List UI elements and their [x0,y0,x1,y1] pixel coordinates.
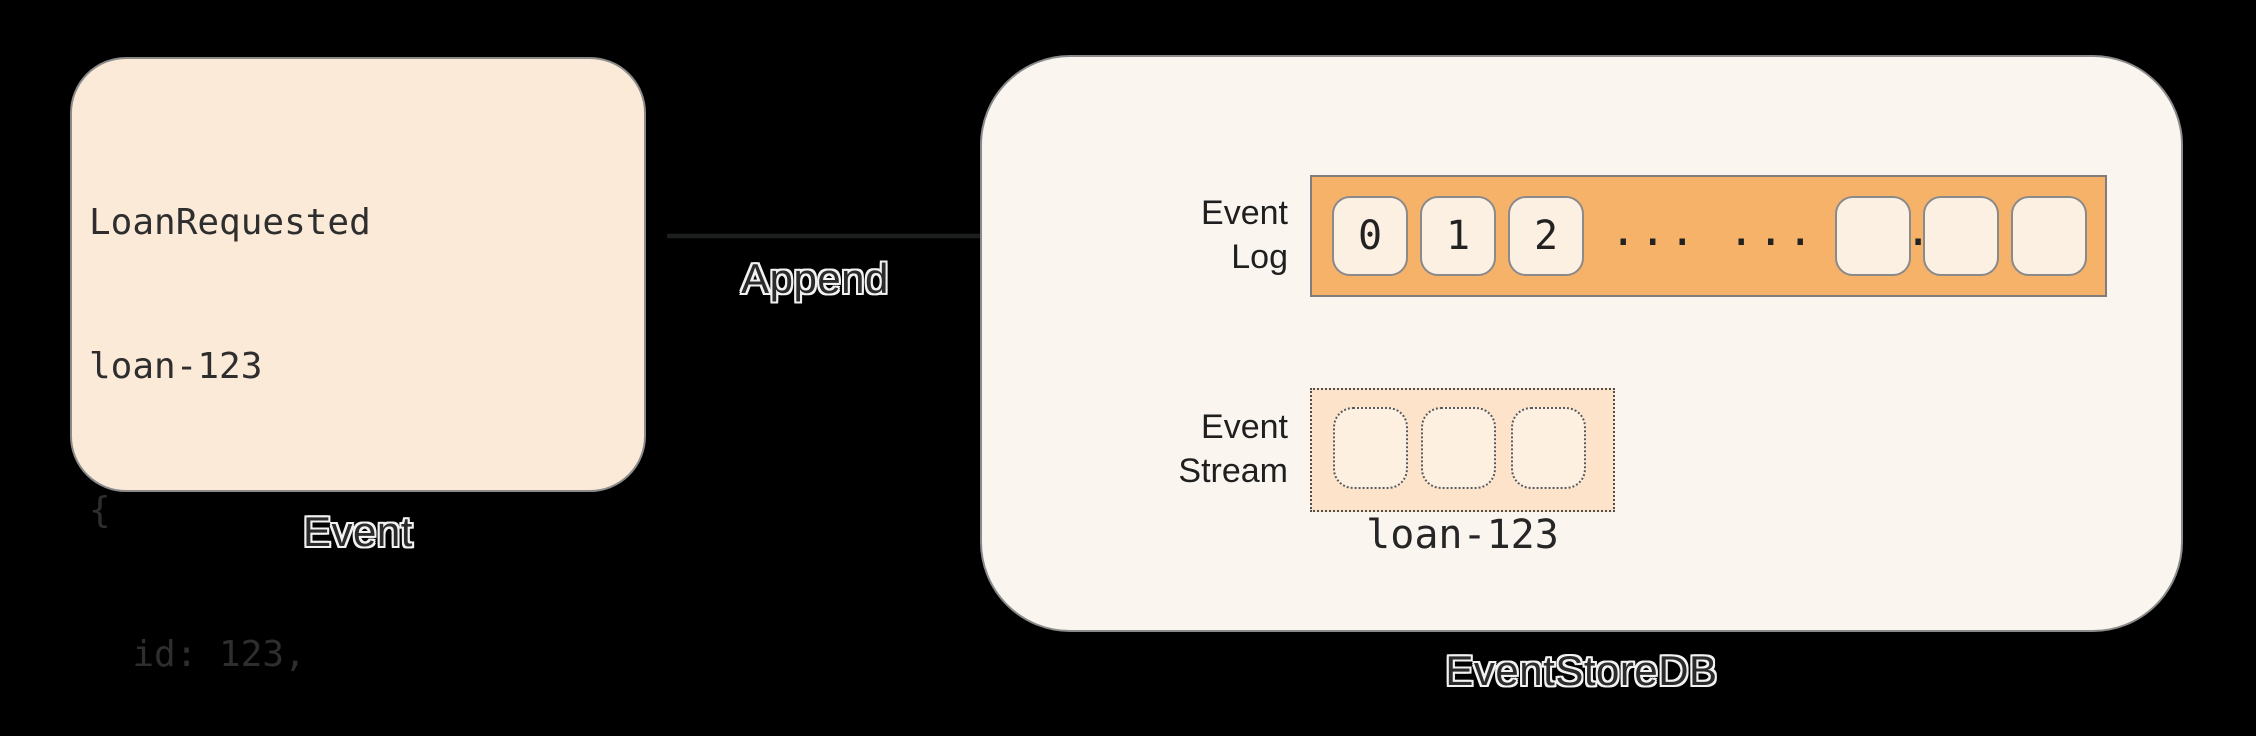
code-line: LoanRequested [89,202,371,243]
event-card: LoanRequested loan-123 { id: 123, amount… [70,57,646,675]
event-log-empty-cell [1835,196,1911,276]
code-line: { [89,490,111,531]
event-stream-label-line1: Event [1201,408,1288,446]
event-stream-empty-cell [1511,407,1586,489]
code-line: loan-123 [89,346,263,387]
eventstoredb-caption: EventStoreDB [1445,647,1718,694]
event-log-cell-2: 2 [1508,196,1584,276]
stream-name-label: loan-123 [1366,512,1559,558]
event-code-block: LoanRequested loan-123 { id: 123, amount… [89,103,588,736]
eventstoredb-card [980,55,2183,632]
event-log-ellipsis: ... ... ... [1610,205,1935,256]
code-line: id: 123, [89,634,306,675]
event-stream-empty-cell [1421,407,1496,489]
event-stream-box [1310,388,1615,512]
event-stream-empty-cell [1333,407,1408,489]
append-arrow-label: Append [741,255,889,302]
event-log-label-line2: Log [1231,238,1288,276]
event-card-caption: Event [303,508,413,555]
event-log-empty-cell [1923,196,1999,276]
event-log-empty-cell [2011,196,2087,276]
event-log-label: Event Log [988,191,1288,279]
event-stream-label-line2: Stream [1178,452,1288,490]
event-log-cell-1: 1 [1420,196,1496,276]
event-log-label-line1: Event [1201,194,1288,232]
event-stream-label: Event Stream [988,405,1288,493]
event-log-cell-0: 0 [1332,196,1408,276]
event-log-bar: 0 1 2 ... ... ... [1310,175,2107,297]
